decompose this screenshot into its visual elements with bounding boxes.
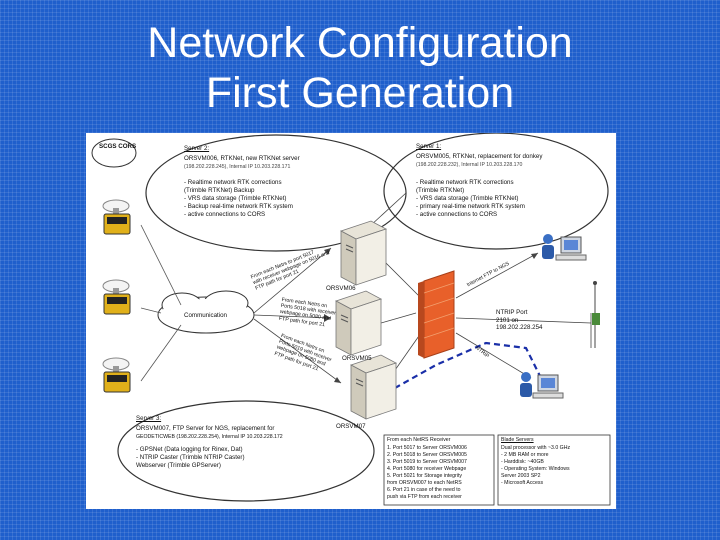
server3-line1: ORSVM007, FTP Server for NGS, replacemen…	[136, 425, 275, 432]
slide-title: Network Configuration First Generation	[0, 18, 720, 118]
server1-bullet-3: - VRS data storage (Trimble RTKNet)	[416, 195, 519, 202]
blade-box-heading: Blade Servers	[501, 437, 534, 443]
network-diagram-svg	[91, 133, 611, 506]
server3-line2: GEODETICWEB (198.202.228.254), Internal …	[136, 434, 283, 440]
scgs-ellipse	[91, 138, 137, 168]
server1-line1: ORSVM005, RTKNet, replacement for donkey	[416, 153, 543, 160]
server1-bullet-5: - active connections to CORS	[416, 211, 498, 218]
orsvm07-label: ORSVM07	[336, 423, 366, 430]
server2-bullet-4: - Backup real-time network RTK system	[184, 203, 293, 210]
receiver-info-box	[383, 434, 495, 506]
communication-cloud	[157, 290, 255, 334]
client-computer-2-icon	[520, 372, 564, 399]
server1-bullet-1: - Realtime network RTK corrections	[416, 179, 514, 186]
server1-line2: (198.202.228.232), Internal IP 10.203.22…	[416, 162, 523, 168]
server-orsvm05-icon	[334, 290, 383, 356]
receiver-item-7: 6. Port 21 in case of the need to	[387, 487, 461, 493]
server3-heading: Server 3:	[136, 415, 162, 422]
server2-bullet-3: - VRS data storage (Trimble RTKNet)	[184, 195, 287, 202]
server3-ellipse	[117, 400, 375, 502]
receiver-item-1: 1. Port 5017 to Server ORSVM006	[387, 445, 467, 451]
blade-item-4: - Operating System: Windows	[501, 466, 570, 472]
blade-item-3: - Harddisk: ~40GB	[501, 459, 544, 465]
receiver-box-heading: From each NetRS Receiver	[387, 437, 451, 443]
client-computer-1-icon	[542, 234, 587, 261]
server2-bullet-5: - active connections to CORS	[184, 211, 266, 218]
receiver-item-6: from ORSVM007 to each NetRS	[387, 480, 462, 486]
network-diagram-panel: SCGS CORS Server 2: ORSVM006, RTKNet, ne…	[86, 133, 616, 509]
ntrip-dashed-link	[385, 341, 542, 394]
firewall-icon	[418, 270, 455, 359]
server3-bullet-3: Webserver (Trimble GPServer)	[136, 462, 221, 469]
scgs-cors-label: SCGS CORS	[99, 143, 137, 150]
server3-bullet-1: - GPSNet (Data logging for Rinex, Dat)	[136, 446, 243, 453]
orsvm05-label: ORSVM05	[342, 355, 372, 362]
receiver-item-2: 2. Port 5018 to Server ORSVM005	[387, 452, 467, 458]
server-orsvm06-icon	[339, 220, 388, 286]
receiver-item-4: 4. Port 5080 for receiver Webpage	[387, 466, 467, 472]
blade-item-6: - Microsoft Access	[501, 480, 544, 486]
receiver-item-3: 3. Port 5019 to Server ORSVM007	[387, 459, 467, 465]
server3-bullet-2: - NTRIP Caster (Trimble NTRIP Caster)	[136, 454, 245, 461]
blade-item-2: - 2 MB RAM or more	[501, 452, 549, 458]
server2-heading: Server 2:	[184, 145, 210, 152]
server2-line1: ORSVM006, RTKNet, new RTKNet server	[184, 155, 300, 162]
server-orsvm07-icon	[349, 354, 398, 420]
server1-bullet-2: (Trimble RTKNet)	[416, 187, 465, 194]
gps-receiver-2-icon	[102, 279, 131, 315]
blade-item-1: Dual processor with ~3.0 GHz	[501, 445, 571, 451]
server1-bullet-4: - primary real-time network RTK system	[416, 203, 525, 210]
gps-receiver-3-icon	[102, 357, 131, 393]
server2-bullet-1: - Realtime network RTK corrections	[184, 179, 282, 186]
blade-item-5: Server 2003 SP2	[501, 473, 541, 479]
gps-receiver-1-icon	[102, 199, 131, 235]
field-rover-icon	[592, 281, 600, 348]
receiver-item-5: 5. Port 5021 for Storage integrity	[387, 473, 462, 479]
communication-label: Communication	[184, 312, 227, 319]
server1-ellipse	[383, 133, 609, 250]
receiver-item-8: push via FTP from each receiver	[387, 494, 462, 500]
server1-heading: Server 1:	[416, 143, 442, 150]
title-line-1: Network Configuration	[147, 19, 573, 67]
ntrip-port-label: NTRIP Port 2101 on 198.202.228.254	[496, 309, 543, 332]
title-line-2: First Generation	[205, 69, 515, 117]
server2-bullet-2: (Trimble RTKNet) Backup	[184, 187, 255, 194]
server2-line2: (198.202.228.245), Internal IP 10.203.22…	[184, 164, 291, 170]
orsvm06-label: ORSVM06	[326, 285, 356, 292]
blade-info-box	[497, 434, 611, 506]
